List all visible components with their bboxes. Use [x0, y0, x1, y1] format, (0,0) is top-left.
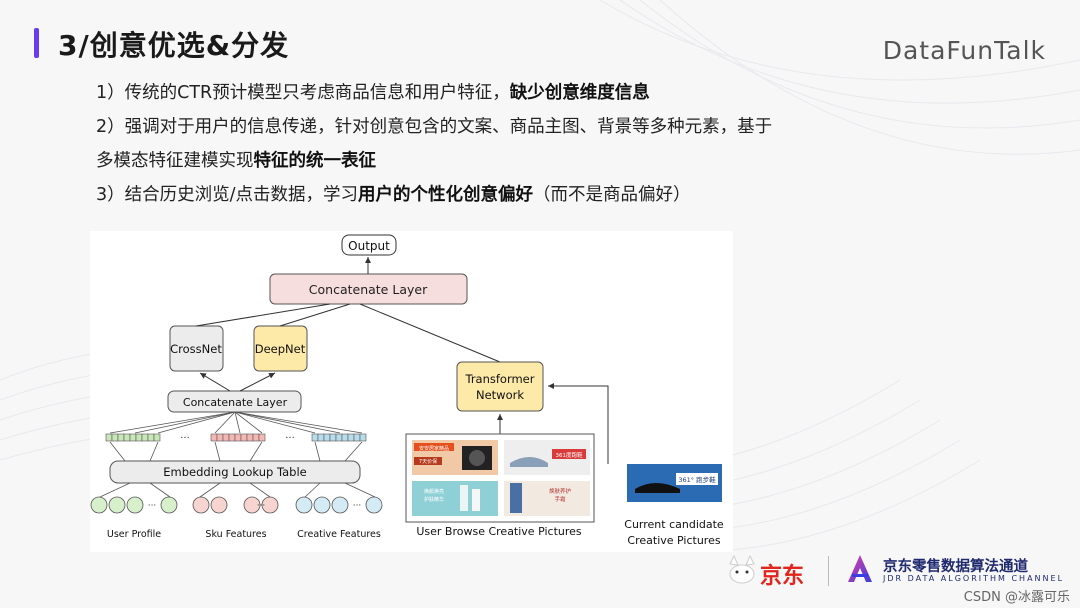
feature-circle	[210, 496, 228, 514]
transformer-label-line2: Network	[476, 388, 524, 402]
title-accent-bar	[34, 28, 39, 58]
embedding-cell	[153, 433, 161, 442]
concatenate-layer-top-label: Concatenate Layer	[309, 282, 428, 297]
sku-features-label: Sku Features	[205, 529, 266, 540]
browse-pictures-label: User Browse Creative Pictures	[416, 525, 582, 538]
svg-text:361° 跑步鞋: 361° 跑步鞋	[678, 475, 716, 484]
crossnet-label: CrossNet	[170, 342, 222, 356]
channel-name-en: JDR DATA ALGORITHM CHANNEL	[883, 574, 1065, 583]
feature-circles: ··· ··· ···	[90, 496, 383, 514]
bullet-item: 2）强调对于用户的信息传递，针对创意包含的文案、商品主图、背景等多种元素，基于	[96, 110, 956, 144]
embedding-cell	[252, 433, 260, 442]
bullet-text: 多模态特征建模实现	[96, 151, 254, 171]
creative-picture-4: 焕肤养护 手霜	[504, 481, 590, 516]
ellipsis-1: ···	[180, 433, 190, 444]
feature-ellipsis: ···	[148, 501, 157, 511]
transformer-label-line1: Transformer	[464, 372, 534, 386]
bullet-list: 1）传统的CTR预计模型只考虑商品信息和用户特征，缺少创意维度信息 2）强调对于…	[96, 76, 956, 212]
jd-logo-text: 京东	[760, 564, 805, 589]
embedding-cell	[359, 433, 367, 442]
bullet-text: （而不是商品偏好）	[533, 185, 691, 205]
embedding-cell	[210, 433, 218, 442]
candidate-label-line2: Creative Pictures	[627, 534, 720, 547]
embedding-cell	[353, 433, 361, 442]
embedding-cell	[147, 433, 155, 442]
embedding-cell	[323, 433, 331, 442]
csdn-watermark: CSDN @冰露可乐	[963, 590, 1070, 605]
embedding-cell	[234, 433, 242, 442]
embedding-cell	[317, 433, 325, 442]
bullet-item: 1）传统的CTR预计模型只考虑商品信息和用户特征，缺少创意维度信息	[96, 76, 956, 110]
feature-circle	[160, 496, 178, 514]
embedding-cell	[222, 433, 230, 442]
feature-circle	[331, 496, 349, 514]
bullet-text: 3）结合历史浏览/点击数据，学习	[96, 185, 359, 205]
feature-circle	[243, 496, 261, 514]
svg-text:手霜: 手霜	[554, 495, 566, 503]
feature-circle	[365, 496, 383, 514]
deepnet-label: DeepNet	[255, 342, 306, 356]
bullet-item: 多模态特征建模实现特征的统一表征	[96, 144, 956, 178]
ellipsis-2: ···	[285, 433, 295, 444]
svg-text:7天价保: 7天价保	[419, 458, 437, 465]
embedding-cell	[123, 433, 131, 442]
embedding-cell	[329, 433, 337, 442]
feature-circle	[126, 496, 144, 514]
creative-picture-1: 安安居家精品 7天价保	[412, 440, 498, 475]
embedding-lookup-table	[109, 460, 361, 484]
output-label: Output	[348, 239, 390, 253]
user-profile-label: User Profile	[107, 529, 161, 540]
bullet-emphasis: 特征的统一表征	[253, 151, 377, 171]
transformer-network-node	[456, 361, 544, 412]
embedding-lookup-table-label: Embedding Lookup Table	[163, 465, 306, 479]
jd-dog-mascot-icon	[729, 554, 755, 584]
feature-circle	[313, 496, 331, 514]
embedding-cell	[117, 433, 125, 442]
candidate-creative-picture: 361° 跑步鞋	[627, 464, 722, 502]
embedding-cell	[258, 433, 266, 442]
concatenate-layer-mid-label: Concatenate Layer	[183, 396, 288, 409]
channel-name-cn: 京东零售数据算法通道	[883, 559, 1028, 575]
footer-divider	[828, 556, 829, 586]
embedding-cell	[246, 433, 254, 442]
bullet-item: 3）结合历史浏览/点击数据，学习用户的个性化创意偏好（而不是商品偏好）	[96, 178, 956, 212]
feature-circle	[295, 496, 313, 514]
embedding-cell	[341, 433, 349, 442]
embedding-cell	[335, 433, 343, 442]
svg-text:焕肤养护: 焕肤养护	[549, 487, 572, 495]
bullet-emphasis: 缺少创意维度信息	[509, 83, 650, 103]
output-node	[341, 234, 397, 256]
architecture-diagram: Output Concatenate Layer CrossNet DeepNe…	[90, 231, 733, 552]
embedding-cell	[135, 433, 143, 442]
embedding-cell	[129, 433, 137, 442]
embedding-vectors	[105, 433, 367, 442]
svg-text:安安居家精品: 安安居家精品	[419, 445, 449, 452]
svg-text:361度跑鞋: 361度跑鞋	[556, 451, 583, 459]
brand-logo-text: DataFunTalk	[882, 36, 1046, 65]
embedding-cell	[111, 433, 119, 442]
bullet-text: 2）强调对于用户的信息传递，针对创意包含的文案、商品主图、背景等多种元素，基于	[96, 117, 773, 137]
embedding-cell	[141, 433, 149, 442]
channel-logo-icon	[848, 555, 872, 582]
feature-circle	[108, 496, 126, 514]
embedding-cell	[311, 433, 319, 442]
feature-ellipsis: ···	[353, 501, 362, 511]
feature-circle	[192, 496, 210, 514]
feature-circle	[90, 496, 108, 514]
candidate-label-line1: Current candidate	[624, 518, 724, 531]
creative-features-label: Creative Features	[297, 529, 381, 540]
embedding-cell	[105, 433, 113, 442]
embedding-cell	[216, 433, 224, 442]
embedding-cell	[240, 433, 248, 442]
svg-text:护肤精华: 护肤精华	[424, 496, 444, 503]
feature-ellipsis: ···	[257, 501, 266, 511]
bullet-text: 1）传统的CTR预计模型只考虑商品信息和用户特征，	[96, 83, 510, 103]
embedding-cell	[347, 433, 355, 442]
embedding-cell	[228, 433, 236, 442]
slide-title: 3/创意优选&分发	[58, 29, 290, 62]
creative-picture-3: 焕颜焕亮 护肤精华	[412, 481, 498, 516]
creative-picture-2: 361度跑鞋	[504, 440, 590, 475]
svg-text:焕颜焕亮: 焕颜焕亮	[424, 488, 444, 495]
bullet-emphasis: 用户的个性化创意偏好	[358, 185, 534, 205]
